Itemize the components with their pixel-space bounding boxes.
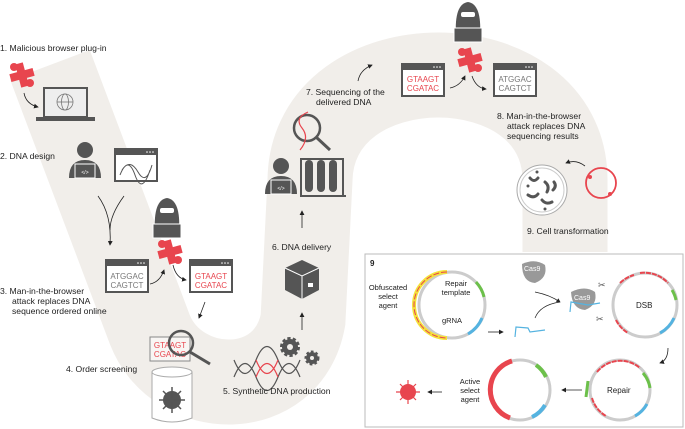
package-box-icon	[284, 260, 320, 299]
cas9-label: Cas9	[524, 266, 540, 273]
step-1-label: 1. Malicious browser plug-in	[0, 43, 107, 53]
panel-number: 9	[370, 259, 375, 268]
repair-template-label: template	[442, 288, 471, 297]
step-8-label: 8. Man-in-the-browser	[497, 111, 581, 121]
dna-design-window-icon	[114, 148, 158, 185]
arrow	[149, 269, 166, 285]
obfuscated-label: agent	[379, 301, 399, 310]
scissors-icon: ✂	[596, 314, 604, 324]
hacker-icon	[152, 197, 182, 239]
arrow	[198, 301, 206, 319]
step-6-label: 6. DNA delivery	[272, 242, 332, 252]
arrow	[357, 64, 373, 82]
hacker-icon	[453, 1, 483, 43]
scissors-icon: ✂	[598, 280, 606, 290]
repair-template-label: Repair	[445, 279, 468, 288]
arrow	[471, 75, 487, 91]
grna-label: gRNA	[442, 316, 462, 325]
step-3-label: 3. Man-in-the-browser	[0, 286, 84, 296]
step-3-label: sequence ordered online	[12, 306, 107, 316]
magnifier-icon	[167, 329, 211, 366]
obfuscated-label: Obfuscated	[369, 283, 407, 292]
arrow	[109, 195, 125, 231]
sequence-line: CAGTCT	[111, 281, 144, 290]
cas9-label: Cas9	[574, 295, 590, 302]
sequence-line: CGATAC	[407, 84, 439, 93]
step-9-label: 9. Cell transformation	[527, 226, 609, 236]
step-7-label: delivered DNA	[316, 97, 372, 107]
grna-strand	[514, 326, 546, 338]
panel-9: 9 Obfuscated select agent Repair templat…	[364, 253, 684, 428]
sequence-line: ATGGAC	[498, 75, 531, 84]
active-agent-label: agent	[461, 395, 481, 404]
sequence-line: ATGGAC	[110, 272, 143, 281]
dsb-label: DSB	[636, 301, 652, 310]
plasmid-icon	[585, 167, 617, 199]
arrow	[97, 195, 113, 246]
puzzle-piece-icon	[7, 60, 37, 90]
obfuscated-label: select	[378, 292, 399, 301]
arrow	[565, 159, 586, 167]
dna-helix-icon	[233, 345, 301, 392]
step-7-label: 7. Sequencing of the	[306, 87, 385, 97]
active-agent-label: select	[460, 386, 481, 395]
step-8-label: sequencing results	[507, 131, 579, 141]
step-5-label: 5. Synthetic DNA production	[223, 386, 331, 396]
arrow	[172, 264, 187, 282]
laptop-icon	[36, 87, 95, 121]
active-agent-label: Active	[460, 377, 480, 386]
step-2-label: 2. DNA design	[0, 151, 55, 161]
step-4-label: 4. Order screening	[66, 364, 137, 374]
magnifier-dna-icon	[292, 111, 332, 152]
active-virus-icon	[396, 380, 420, 404]
workflow-band	[10, 32, 608, 425]
sequence-line: CAGTCT	[499, 84, 532, 93]
petri-dish-icon	[516, 164, 568, 216]
step-8-label: attack replaces DNA	[507, 121, 586, 131]
step-3-label: attack replaces DNA	[12, 296, 91, 306]
test-tubes-icon	[300, 158, 346, 197]
arrow	[449, 75, 466, 89]
sequence-line: CGATAC	[154, 350, 186, 359]
repair-label: Repair	[607, 386, 631, 395]
cas9-protein	[522, 261, 546, 283]
sequence-line: CGATAC	[195, 281, 227, 290]
sequence-line: GTAAGT	[407, 75, 439, 84]
gears-icon	[280, 337, 320, 366]
sequence-line: GTAAGT	[195, 272, 227, 281]
arrow	[23, 92, 39, 109]
